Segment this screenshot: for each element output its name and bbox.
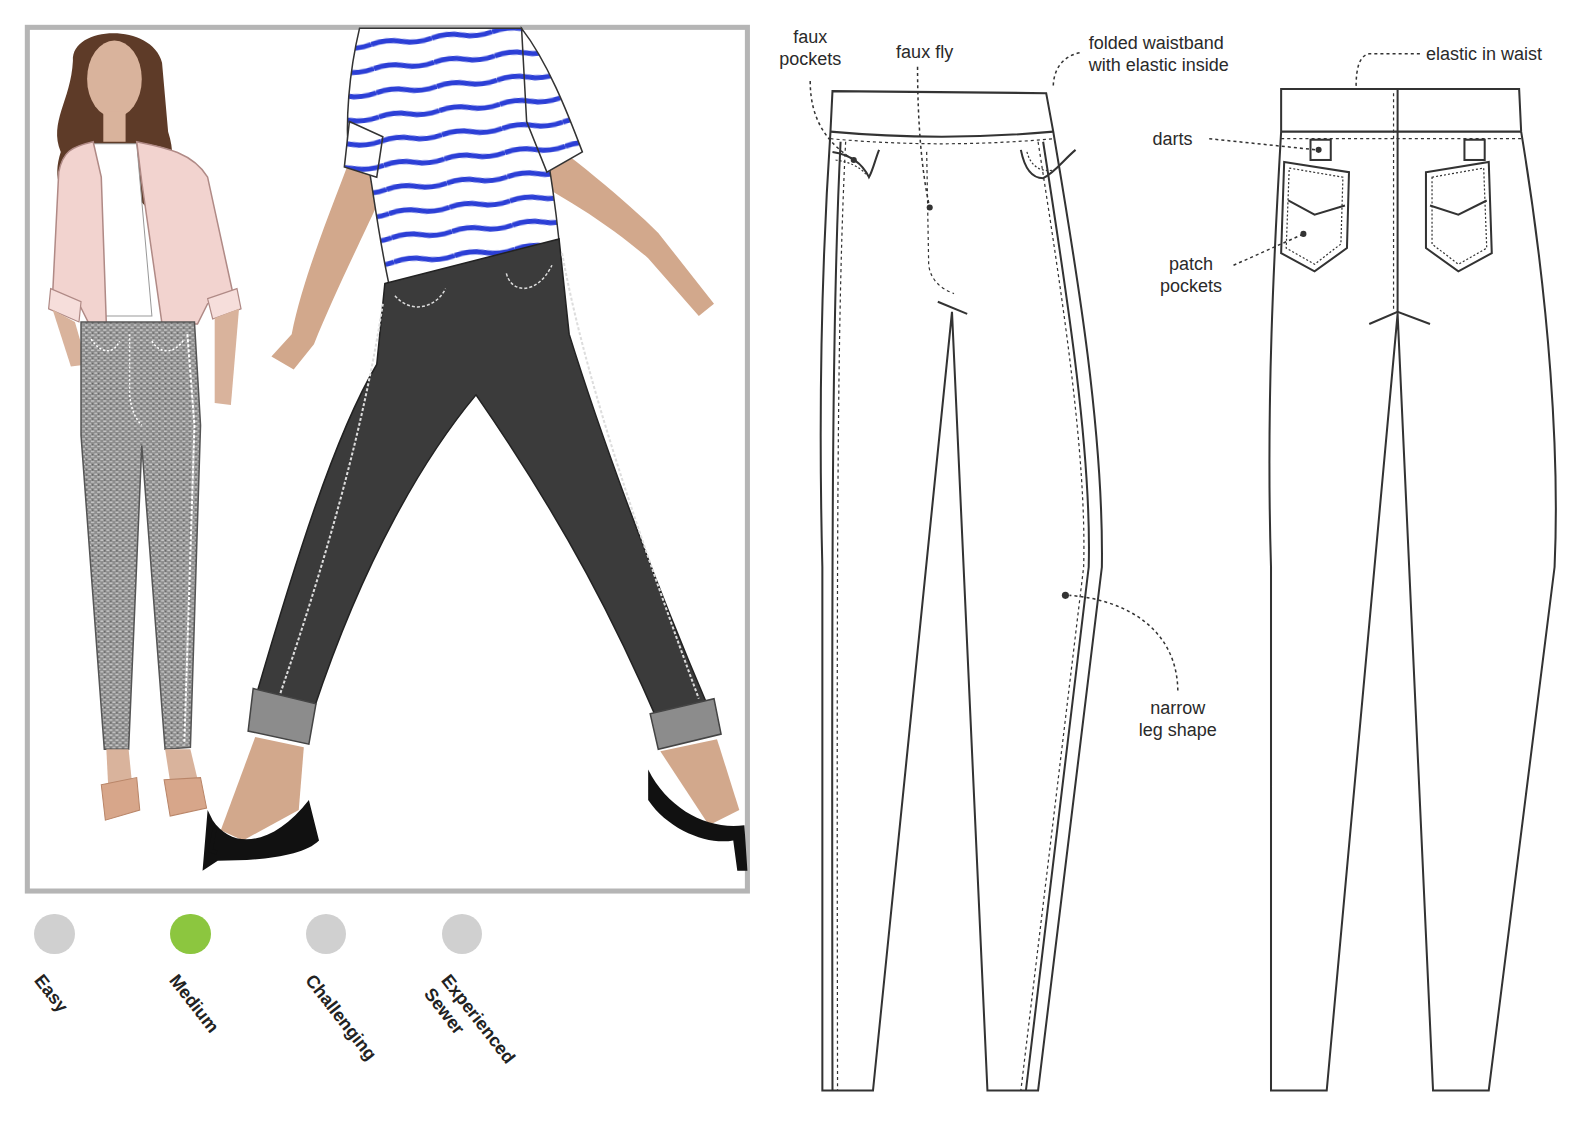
back-flat [1269, 89, 1555, 1090]
difficulty-dot [34, 914, 75, 955]
leader-dots [851, 147, 1322, 599]
difficulty-label: Medium [165, 970, 262, 1086]
callout-label: faux pockets [765, 26, 856, 70]
callout-label: faux fly [874, 41, 975, 63]
callout-label: patch pockets [1145, 253, 1236, 297]
callout-label: elastic in waist [1426, 43, 1542, 65]
difficulty-dot [170, 914, 211, 955]
callout-label: darts [1153, 128, 1193, 150]
difficulty-label: Experienced Sewer [419, 970, 534, 1100]
right-figure [203, 28, 748, 870]
callout-label: folded waistband with elastic inside [1089, 32, 1281, 76]
difficulty-label: Easy [29, 970, 126, 1086]
leader-lines [810, 53, 1420, 691]
difficulty-label: Challenging [301, 970, 398, 1086]
difficulty-dot [306, 914, 347, 955]
callout-label: narrow leg shape [1127, 697, 1228, 741]
difficulty-dot [442, 914, 483, 955]
left-figure [49, 33, 241, 820]
front-flat [821, 91, 1102, 1090]
